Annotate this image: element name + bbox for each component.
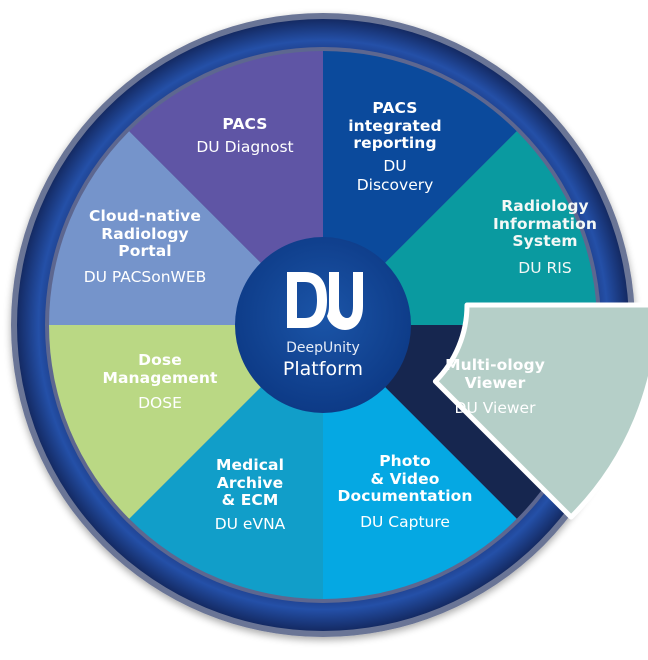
segment-ris[interactable] (432, 302, 648, 520)
segment-product: DU Viewer (454, 399, 536, 417)
segment-label-capture: Photo & Video Documentation DU Capture (325, 452, 485, 531)
segment-title: Photo (379, 452, 431, 470)
deepunity-platform-logo: DeepUnity Platform (235, 238, 411, 414)
segment-title: integrated (348, 116, 442, 135)
segment-product: DU Diagnost (196, 137, 294, 156)
segment-title: & ECM (221, 491, 279, 509)
segment-title: Radiology (101, 224, 189, 243)
segment-title: PACS (222, 115, 268, 133)
segment-title: Documentation (337, 487, 473, 505)
segment-label-pacs-reporting: PACS integrated reporting DU Discovery (330, 99, 460, 195)
segment-title: Dose (138, 351, 182, 369)
segment-label-viewer: Multi-ology Viewer DU Viewer (425, 356, 565, 418)
center-circle (235, 237, 411, 413)
du-logo-icon (287, 272, 363, 330)
segment-title: Management (102, 368, 218, 387)
segment-product: DU Capture (360, 512, 450, 531)
segment-product: DU (383, 156, 407, 175)
segment-title: Archive (216, 473, 284, 492)
segment-label-pacs: PACS DU Diagnost (165, 115, 325, 156)
ris-segment-highlight (432, 302, 648, 520)
segment-product: DOSE (138, 394, 182, 412)
segment-product: Discovery (356, 176, 434, 194)
segment-title: Multi-ology (445, 356, 545, 374)
segment-title: Portal (118, 242, 172, 260)
segment-title: Medical (215, 456, 284, 474)
segment-label-dose: Dose Management DOSE (85, 351, 235, 413)
segment-title: Information (493, 214, 597, 233)
segment-product: DU PACSonWEB (83, 267, 207, 286)
segment-label-ris[interactable]: Radiology Information System DU RIS (475, 197, 615, 277)
center-title: Platform (282, 358, 364, 380)
segment-label-evna: Medical Archive & ECM DU eVNA (190, 456, 310, 533)
segment-title: PACS (372, 99, 418, 117)
segment-product: DU eVNA (214, 514, 286, 533)
segment-title: & Video (370, 469, 440, 488)
segment-product: DU RIS (518, 258, 572, 277)
segment-title: Viewer (464, 373, 526, 392)
segment-title: System (512, 232, 578, 250)
segment-title: Radiology (501, 197, 589, 215)
segment-title: Cloud-native (89, 207, 201, 225)
segment-title: reporting (353, 134, 437, 152)
segment-label-pacsonweb: Cloud-native Radiology Portal DU PACSonW… (60, 207, 230, 286)
center-subtitle: DeepUnity (286, 340, 360, 356)
